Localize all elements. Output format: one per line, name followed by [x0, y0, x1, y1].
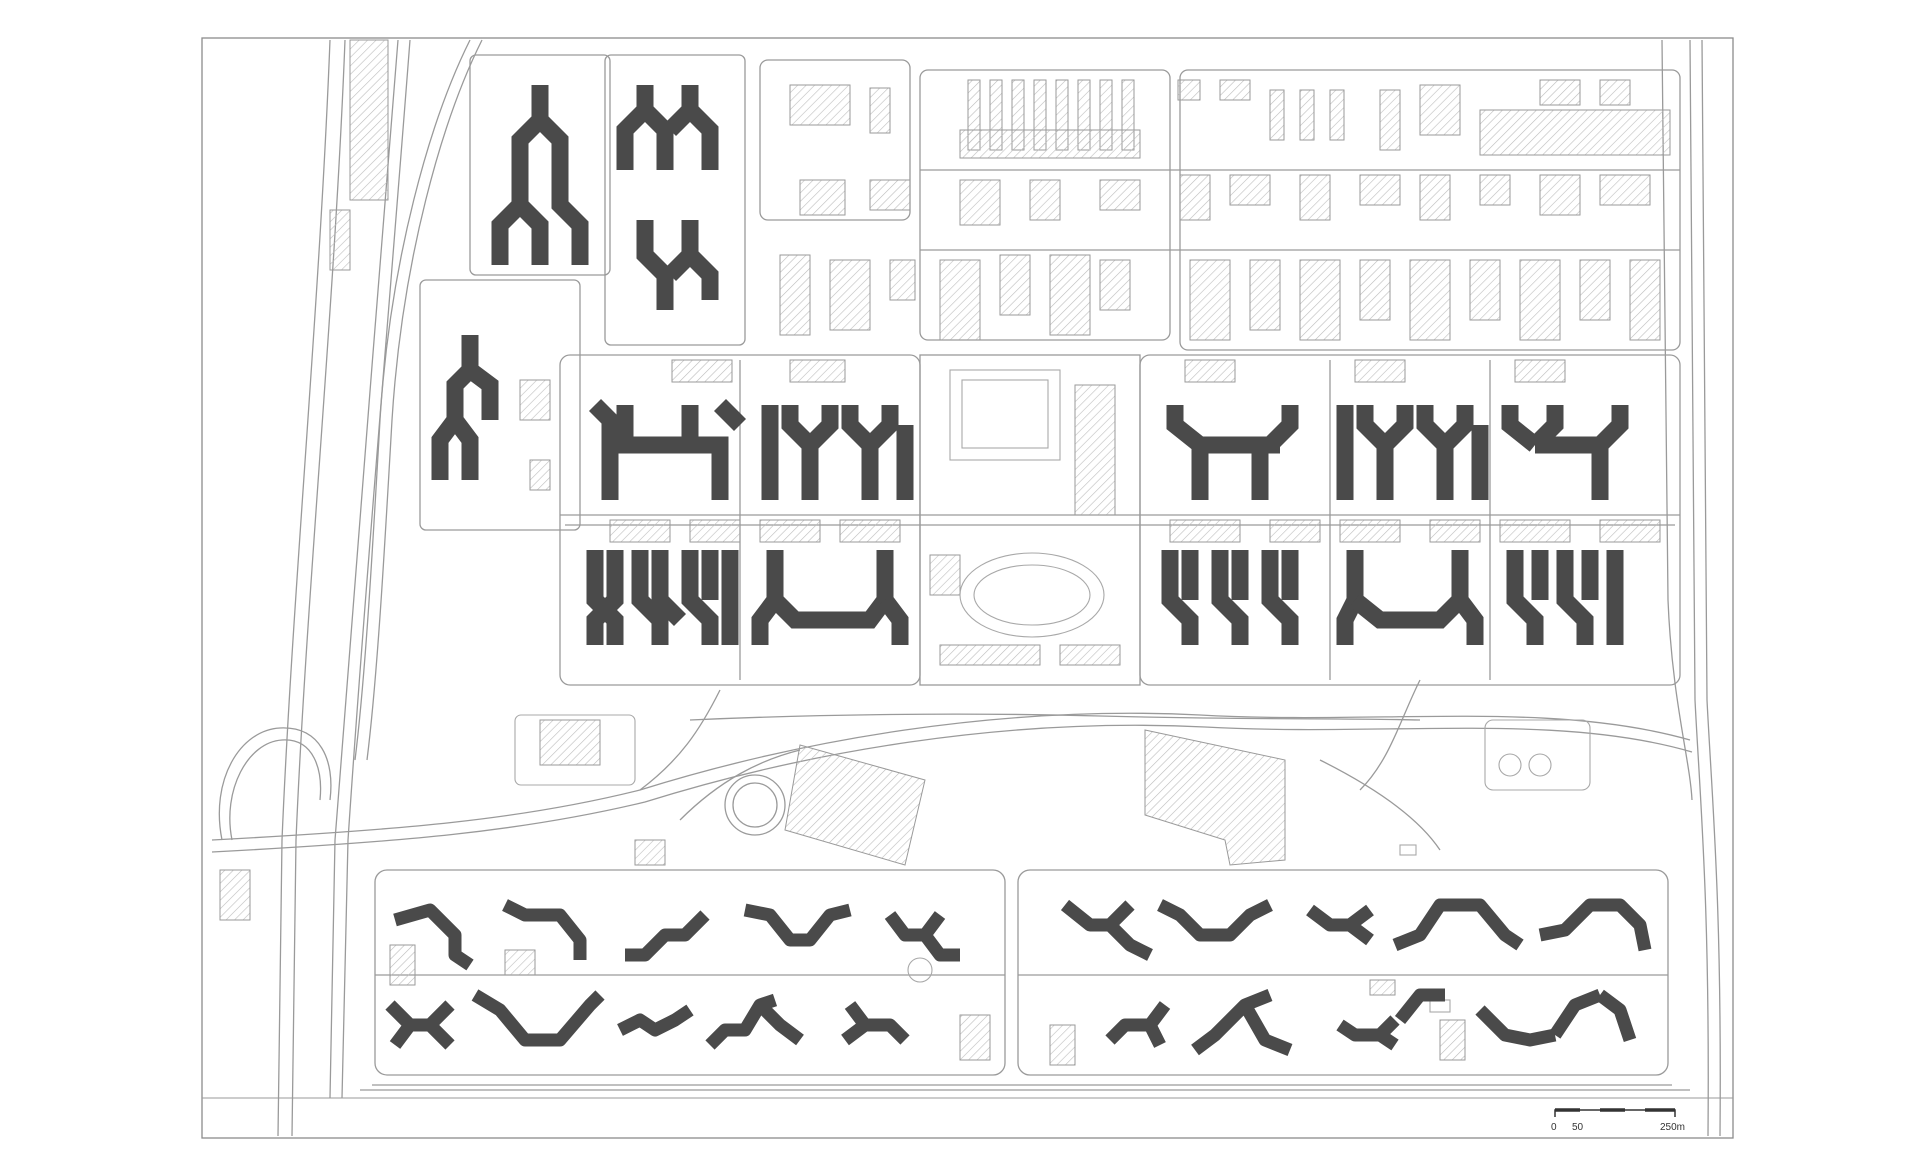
residential-blocks-north [431, 85, 719, 480]
road-network [211, 39, 1721, 1137]
scale-bar: 0 50 250m [1551, 1108, 1685, 1133]
residential-blocks-middle [586, 398, 1629, 645]
map-frame [201, 37, 1734, 1139]
scale-label-zero: 0 [1551, 1122, 1557, 1133]
residential-blocks-south [385, 898, 1652, 1057]
scale-label-fifty: 50 [1572, 1122, 1584, 1133]
hatched-buildings [219, 39, 1671, 1066]
scale-label-max: 250m [1660, 1122, 1685, 1133]
outline-plots [514, 369, 1591, 1013]
